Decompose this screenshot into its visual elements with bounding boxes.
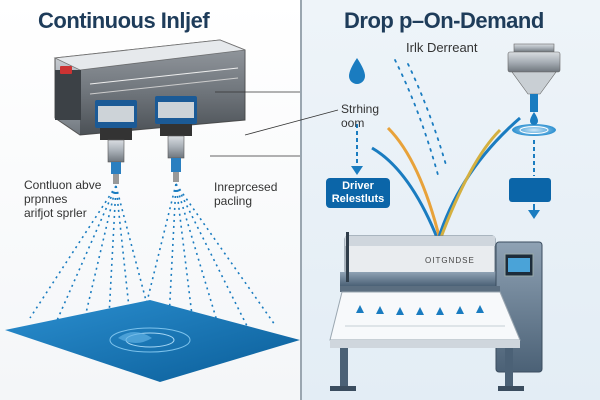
left-title: Continuous Inljef — [38, 8, 210, 33]
right-subtitle: Irlk Derreant — [406, 40, 478, 55]
spray-right — [139, 183, 276, 341]
trajectory-curves — [371, 59, 521, 241]
ink-drop-icon — [349, 58, 365, 84]
cij-printhead-machine — [53, 39, 246, 184]
down-arrow-left-icon — [351, 166, 363, 175]
striking-label: Strhing oom — [341, 102, 380, 130]
spray-left — [29, 185, 156, 337]
panel-divider — [300, 0, 302, 400]
dod-nozzle — [507, 43, 561, 136]
drop-box — [509, 178, 551, 202]
right-title: Drop p–On-Demand — [344, 8, 544, 33]
down-arrow-right-icon — [528, 210, 540, 219]
interspersed-label: Inreprcesed pacling — [214, 180, 278, 208]
wide-format-printer — [329, 232, 543, 391]
ink-surface — [5, 300, 300, 382]
continuous-label: Contluon abve prpnnes arifjot sprler — [24, 178, 102, 220]
driver-box: Driver Relestluts — [326, 178, 390, 208]
callout-line-3 — [244, 109, 339, 136]
printer-brand-label: OITGNDSE — [425, 256, 475, 265]
